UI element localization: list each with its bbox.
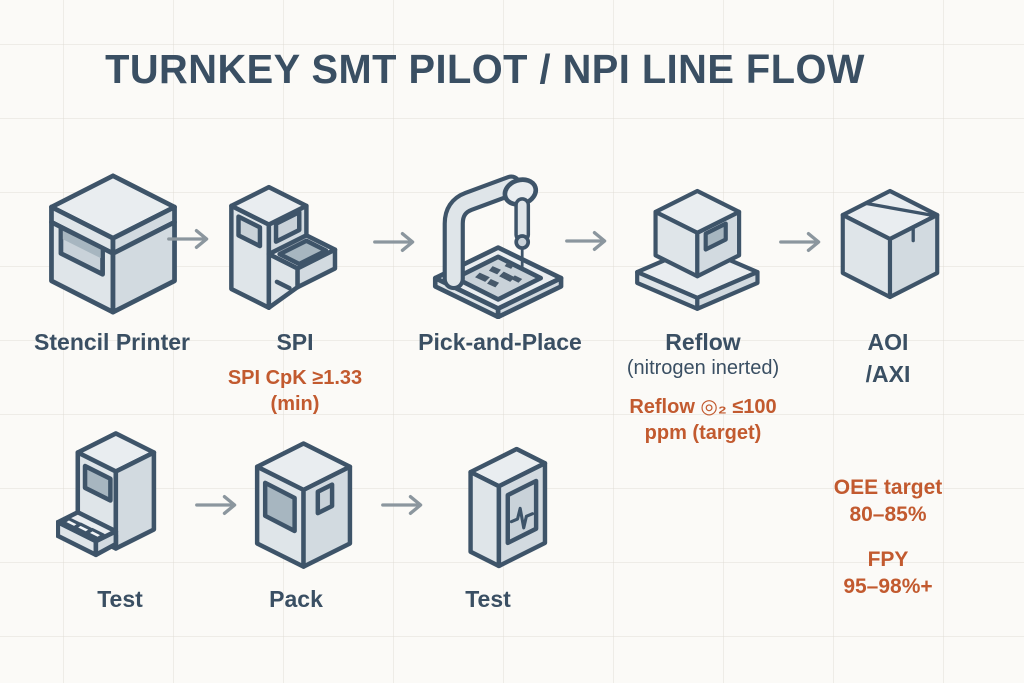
note-reflow-o2: Reflow ◎₂ ≤100 ppm (target) (629, 396, 777, 444)
test-analyzer-icon (444, 440, 568, 575)
stencil-printer-icon (42, 170, 184, 317)
node-label-reflow: Reflow (665, 329, 741, 355)
pack-box-icon (250, 438, 366, 574)
metric-fpy: FPY 95–98%+ (843, 548, 933, 598)
test-terminal-icon (56, 428, 192, 573)
node-label-pack: Pack (269, 586, 323, 612)
node-sublabel-nitrogen-inerted: (nitrogen inerted) (626, 357, 780, 379)
arrow-right-icon (194, 492, 242, 518)
node-label-test-2: Test (465, 586, 511, 612)
pick-and-place-icon (426, 166, 574, 319)
spi-machine-icon (226, 180, 360, 314)
arrow-right-icon (166, 226, 214, 252)
arrow-right-icon (564, 228, 612, 254)
node-label-spi: SPI (276, 329, 314, 355)
arrow-right-icon (372, 229, 420, 255)
arrow-right-icon (778, 229, 826, 255)
diagram-title: TURNKEY SMT PILOT / NPI LINE FLOW (105, 46, 865, 92)
node-label-aoi-axi: AOI /AXI (865, 329, 911, 387)
aoi-axi-box-icon (836, 186, 944, 302)
node-label-test-1: Test (97, 586, 143, 612)
node-label-pick-and-place: Pick-and-Place (418, 329, 582, 355)
reflow-oven-icon (632, 186, 766, 313)
node-label-stencil-printer: Stencil Printer (34, 329, 190, 355)
metric-oee-target: OEE target 80–85% (833, 476, 943, 526)
note-spi-cpk: SPI CpK ≥1.33 (min) (227, 367, 363, 415)
arrow-right-icon (380, 492, 428, 518)
